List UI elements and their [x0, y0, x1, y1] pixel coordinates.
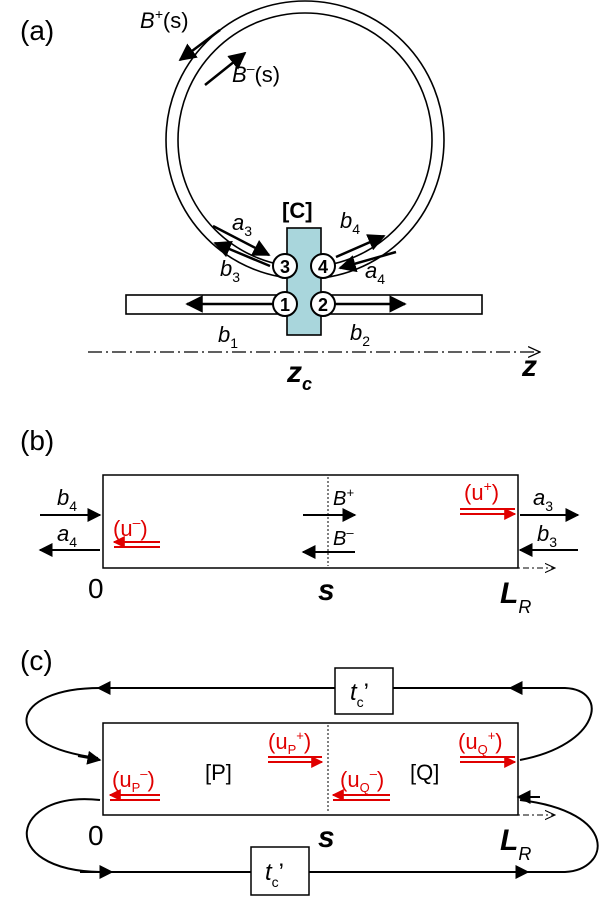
uP-plus-label: (uP+)	[268, 728, 311, 757]
Q-label: [Q]	[410, 760, 439, 785]
uQ-minus-label: (uQ–)	[340, 766, 384, 795]
B-minus-label-b: B–	[333, 525, 354, 550]
uP-plus-arrow	[268, 756, 324, 768]
a4-label: a4	[365, 258, 385, 287]
L-label-b: LR	[500, 577, 531, 617]
b1-label: b1	[218, 322, 238, 351]
svg-text:tc’: tc’	[350, 679, 369, 710]
a3-label: a3	[232, 210, 252, 239]
b-plus-label: B+(s)	[140, 6, 189, 33]
b-minus-arrow	[204, 51, 247, 86]
s-label-b: s	[318, 574, 335, 607]
ring-segment-box-c	[102, 722, 519, 816]
b-plus-arrow	[178, 29, 221, 62]
b-minus-label: B–(s)	[232, 60, 280, 87]
top-loop-arrow-in	[77, 750, 102, 765]
uQ-minus-arrow	[331, 789, 390, 801]
zero-label-c: 0	[88, 820, 104, 851]
a3-arrow	[212, 224, 271, 257]
b3-b-label: b3	[537, 521, 557, 550]
z-label: z	[521, 350, 537, 383]
svg-text:1: 1	[280, 295, 290, 315]
a4-arrow	[338, 250, 397, 273]
zero-label-b: 0	[88, 573, 104, 604]
panel-b: (b) b4 a4 a3 b3 (u–) (u+) B+ B– 0 s	[20, 425, 580, 617]
coupler-box	[286, 227, 322, 336]
b3-arrow	[213, 241, 271, 268]
a3-b-label: a3	[533, 485, 553, 514]
u-plus-arrow	[460, 508, 517, 520]
panel-b-label: (b)	[20, 425, 54, 456]
L-label-c: LR	[500, 824, 531, 864]
a4-b-label: a4	[57, 521, 77, 550]
b4-label: b4	[340, 208, 360, 237]
panel-a: (a) [C] B+(s) B–(s) a3 b3 b4 a4 b1 b2 3	[20, 0, 540, 394]
tc-box-top: tc’	[334, 667, 394, 715]
zc-label: zc	[286, 356, 312, 394]
B-plus-label-b: B+	[333, 485, 354, 510]
svg-text:tc’: tc’	[265, 859, 284, 890]
port-2: 2	[310, 291, 336, 317]
b3-label: b3	[220, 256, 240, 285]
port-3: 3	[272, 253, 298, 279]
svg-text:3: 3	[280, 257, 290, 277]
uQ-plus-label: (uQ+)	[458, 728, 503, 757]
P-label: [P]	[205, 760, 232, 785]
panel-c: (c) tc’ tc’ [P] [Q] (uP–)	[20, 645, 599, 896]
ring-segment-box	[102, 474, 519, 569]
u-minus-arrow	[112, 536, 160, 548]
panel-a-label: (a)	[20, 15, 54, 46]
port-4: 4	[310, 253, 336, 279]
b4-b-label: b4	[57, 485, 77, 514]
panel-c-label: (c)	[20, 645, 53, 676]
uP-minus-arrow	[108, 789, 160, 801]
port-1: 1	[272, 291, 298, 317]
s-label-c: s	[318, 821, 335, 854]
coupler-label: [C]	[282, 198, 313, 223]
uQ-plus-arrow	[460, 756, 517, 768]
tc-box-bottom: tc’	[250, 846, 310, 896]
b2-label: b2	[350, 320, 370, 349]
svg-text:4: 4	[318, 257, 328, 277]
svg-text:2: 2	[318, 295, 328, 315]
uP-minus-label: (uP–)	[112, 766, 155, 795]
b4-arrow	[335, 234, 386, 259]
u-plus-label: (u+)	[464, 478, 499, 505]
u-minus-label: (u–)	[113, 514, 148, 541]
